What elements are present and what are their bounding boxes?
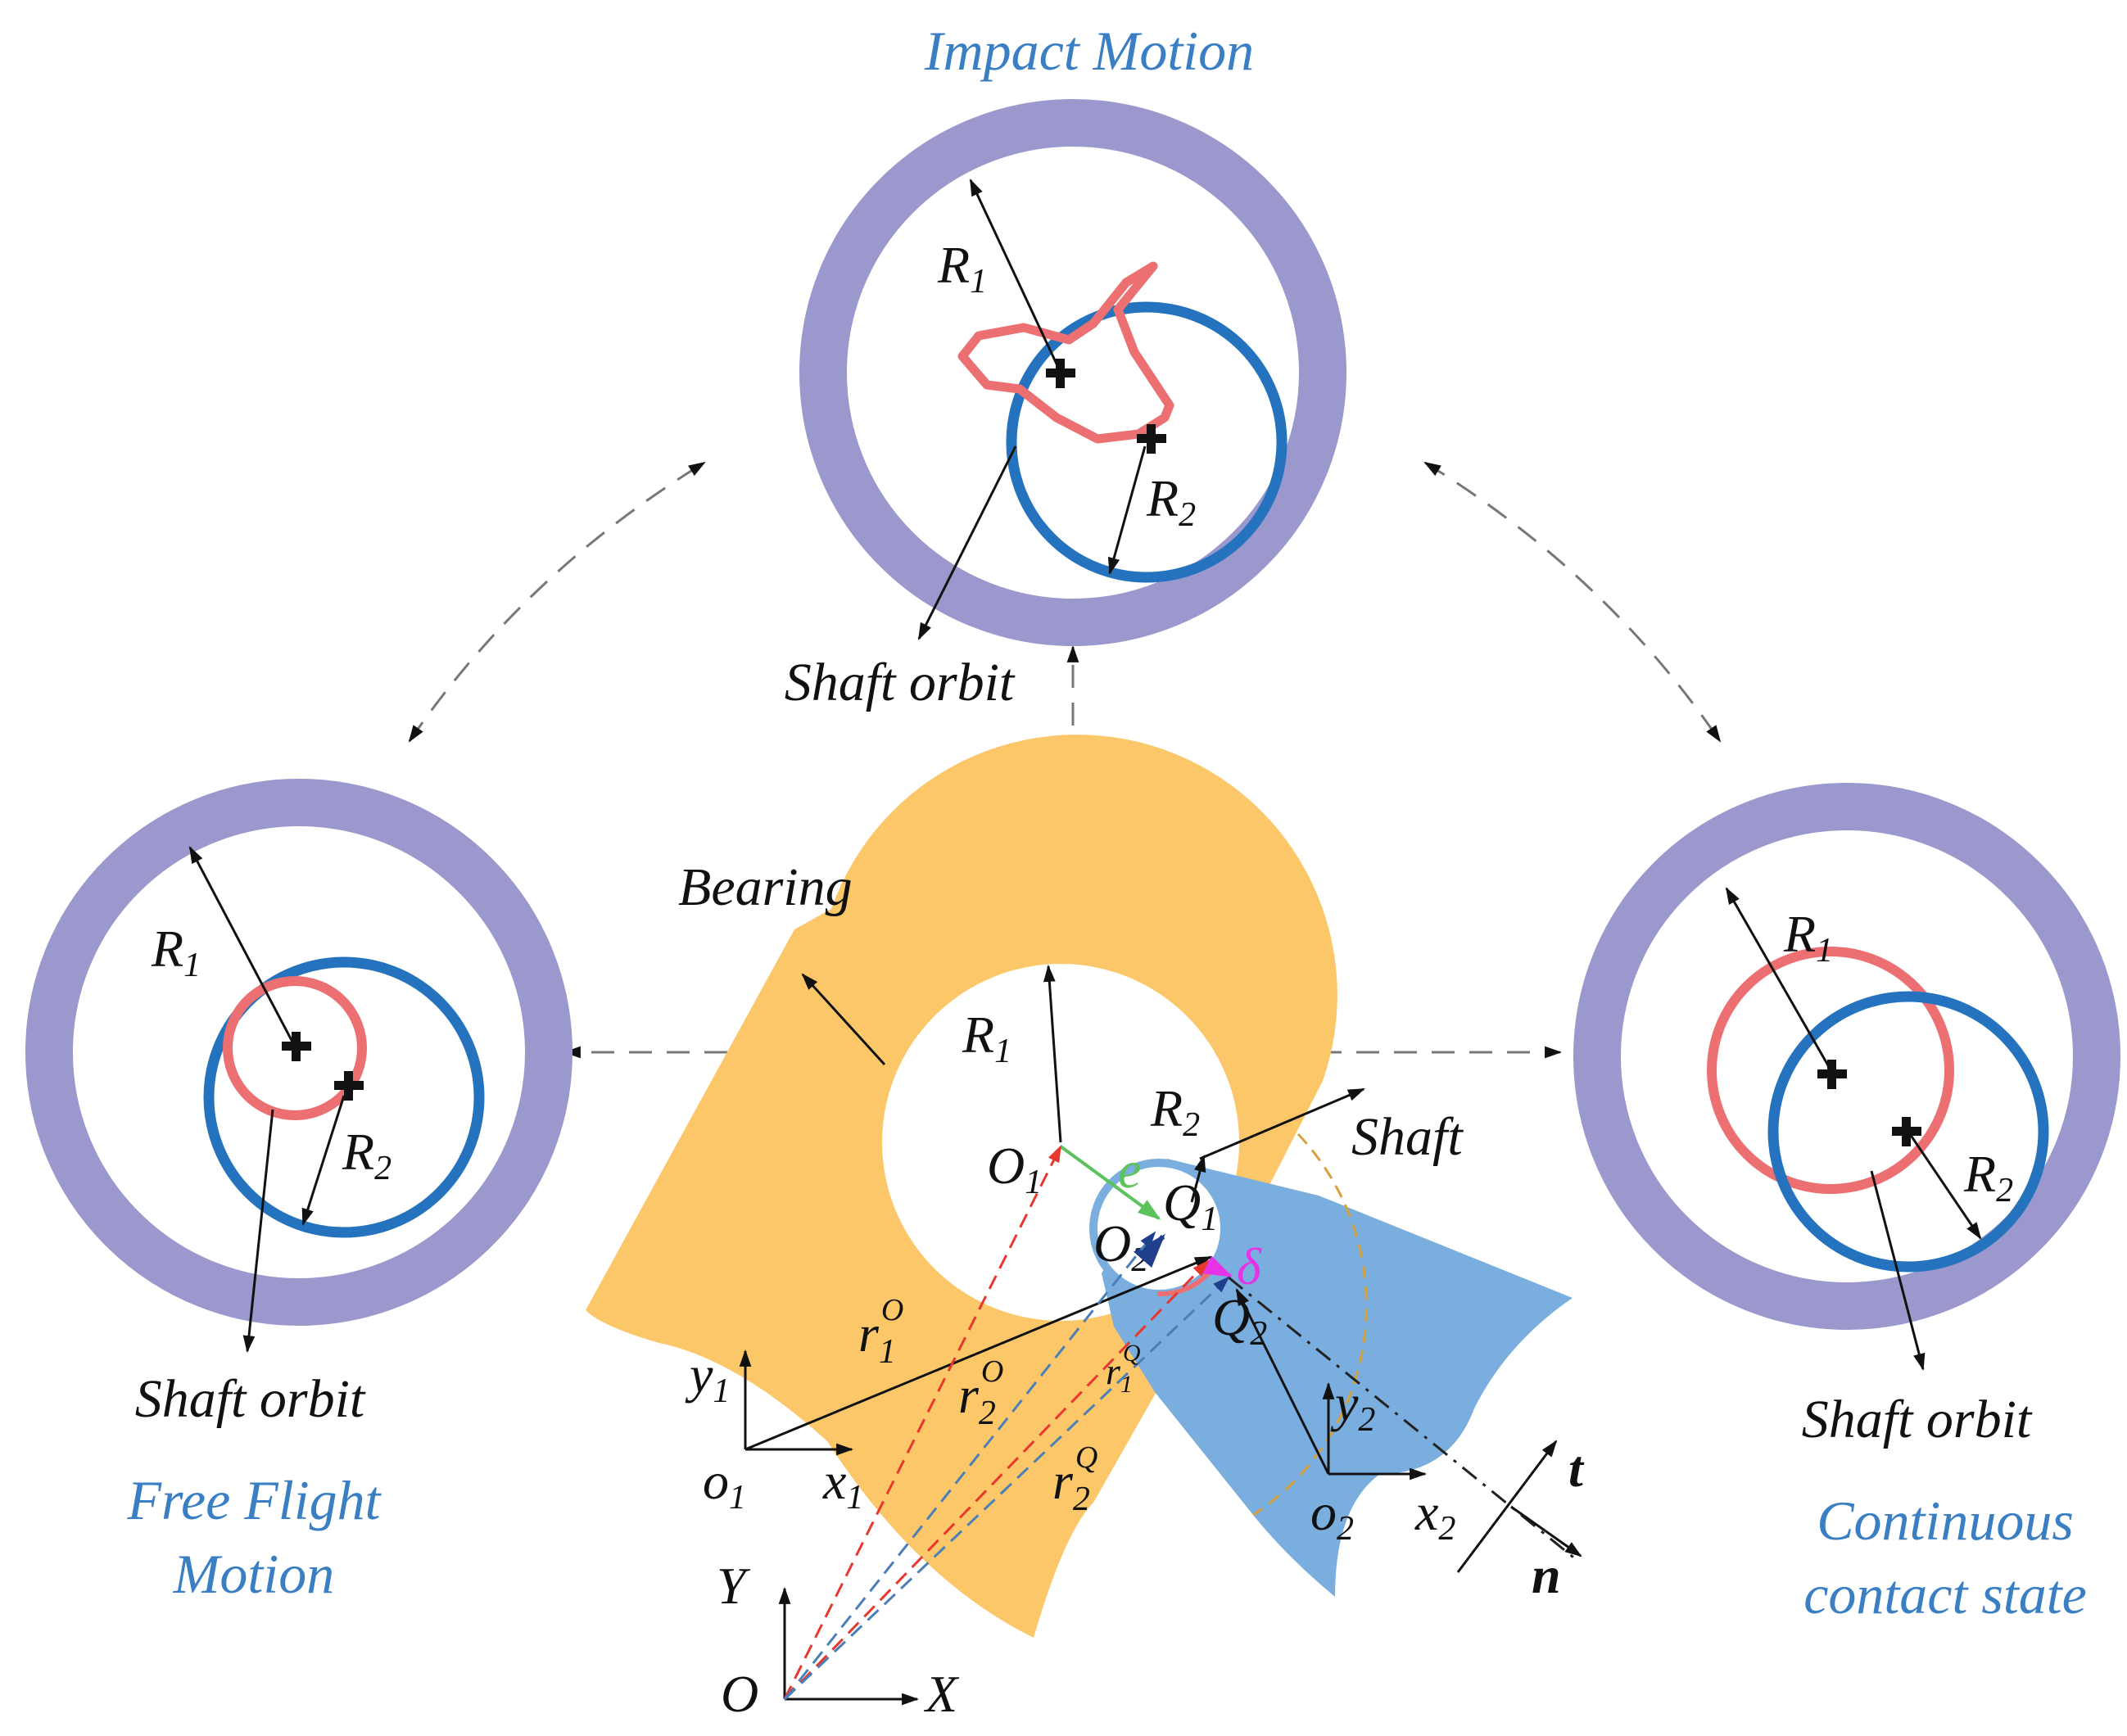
free-center-cross-2 — [334, 1071, 364, 1101]
impact-state: Impact Motion R1 R2 Shaft orbit — [785, 20, 1346, 712]
free-r2-arrow — [301, 1095, 346, 1227]
free-orbit-pointer — [242, 1109, 274, 1354]
eccentricity-arrow — [1059, 1145, 1161, 1220]
eccentricity-label: e — [1118, 1141, 1141, 1199]
penetration-label: δ — [1237, 1237, 1262, 1295]
q1-point-label: Q1 — [1163, 1173, 1218, 1238]
free-r1-arrow — [188, 846, 296, 1047]
r1Q-label: r1Q — [1106, 1340, 1141, 1398]
shaft-body-boundary — [1252, 1132, 1368, 1517]
arc-impact-to-continuous — [1423, 461, 1722, 743]
arc-free-to-impact — [408, 461, 706, 743]
continuous-shaft-orbit — [1707, 947, 1954, 1194]
free-bearing-ring — [25, 779, 572, 1326]
continuous-r1-arrow — [1725, 887, 1833, 1072]
o1-origin-label: o1 — [703, 1452, 746, 1517]
continuous-shaft-circle — [1767, 991, 2049, 1273]
impact-bearing-ring — [799, 99, 1346, 646]
impact-center-cross-2 — [1137, 424, 1166, 454]
vector-r2O — [783, 1231, 1156, 1700]
vector-r1Q — [783, 1259, 1210, 1701]
continuous-r2-arrow — [1907, 1131, 1982, 1240]
continuous-bearing-ring — [1573, 783, 2120, 1330]
continuous-orbit-label: Shaft orbit — [1802, 1390, 2033, 1449]
continuous-r1-label: R1 — [1783, 905, 1833, 970]
r2Q-label: r2Q — [1052, 1440, 1097, 1518]
impact-r2-arrow — [1107, 445, 1147, 576]
shaft-pointer — [1199, 1087, 1365, 1160]
center-r1-arrow — [1043, 964, 1062, 1143]
center-r2-label: R2 — [1150, 1079, 1200, 1144]
continuous-orbit-pointer — [1870, 1170, 1926, 1372]
shaft-label: Shaft — [1351, 1107, 1464, 1167]
continuous-state: R1 R2 Shaft orbit Continuous contact sta… — [1573, 783, 2120, 1625]
free-r2-label: R2 — [342, 1123, 391, 1187]
impact-shaft-circle — [1006, 301, 1288, 583]
r2O-label: r2O — [958, 1354, 1003, 1432]
impact-title: Impact Motion — [924, 20, 1254, 82]
o1-center-label: O1 — [987, 1137, 1042, 1201]
impact-r2-label: R2 — [1146, 469, 1196, 534]
vector-o1-to-q1 — [744, 1255, 1212, 1451]
global-x-label: X — [923, 1665, 960, 1723]
vector-r1O — [783, 1145, 1062, 1700]
free-shaft-orbit — [223, 976, 367, 1120]
global-origin-label: O — [721, 1665, 758, 1723]
free-r1-label: R1 — [151, 920, 201, 984]
tangent-axis-arrow — [1456, 1440, 1558, 1573]
local-frame-1 — [739, 1349, 854, 1456]
impact-center-cross-1 — [1046, 359, 1075, 388]
impact-r1-arrow — [969, 179, 1062, 373]
free-orbit-label: Shaft orbit — [135, 1369, 366, 1429]
o2-origin-label: o2 — [1310, 1483, 1354, 1548]
continuous-r2-label: R2 — [1963, 1145, 2013, 1209]
impact-shaft-orbit — [957, 261, 1174, 444]
global-frame — [778, 1586, 920, 1706]
impact-r1-label: R1 — [937, 236, 987, 301]
continuous-center-cross-2 — [1892, 1117, 1921, 1146]
y2-label: y2 — [1330, 1374, 1375, 1439]
impact-orbit-pointer — [917, 445, 1017, 640]
global-position-vectors — [783, 1145, 1230, 1701]
r1O-label: r1O — [858, 1293, 903, 1371]
free-flight-state: R1 R2 Shaft orbit Free Flight Motion — [25, 779, 572, 1605]
normal-axis-arrow — [1510, 1505, 1582, 1557]
local-frame-2 — [1235, 1288, 1428, 1481]
vector-r2Q — [783, 1276, 1230, 1701]
free-title-line1: Free Flight — [126, 1469, 382, 1531]
center-r2-arrow — [1190, 1154, 1206, 1203]
y1-label: y1 — [685, 1345, 730, 1410]
x2-label: x2 — [1414, 1483, 1455, 1548]
free-center-cross-1 — [282, 1032, 311, 1061]
center-r1-label: R1 — [962, 1006, 1011, 1070]
free-title-line2: Motion — [173, 1543, 334, 1605]
bearing-label: Bearing — [678, 857, 853, 917]
normal-label: n — [1532, 1546, 1561, 1604]
global-y-label: Y — [717, 1557, 751, 1615]
x1-label: x1 — [822, 1452, 863, 1517]
continuous-title-line1: Continuous — [1817, 1490, 2074, 1552]
impact-orbit-label: Shaft orbit — [785, 653, 1016, 712]
tangent-label: t — [1568, 1440, 1585, 1498]
center-mechanism: Bearing Shaft R1 R2 e δ t n O1 O2 Q1 Q2 … — [586, 735, 1585, 1723]
continuous-title-line2: contact state — [1803, 1563, 2087, 1625]
bearing-pointer — [801, 973, 886, 1066]
continuous-center-cross-1 — [1817, 1060, 1847, 1089]
free-shaft-circle — [203, 956, 485, 1238]
